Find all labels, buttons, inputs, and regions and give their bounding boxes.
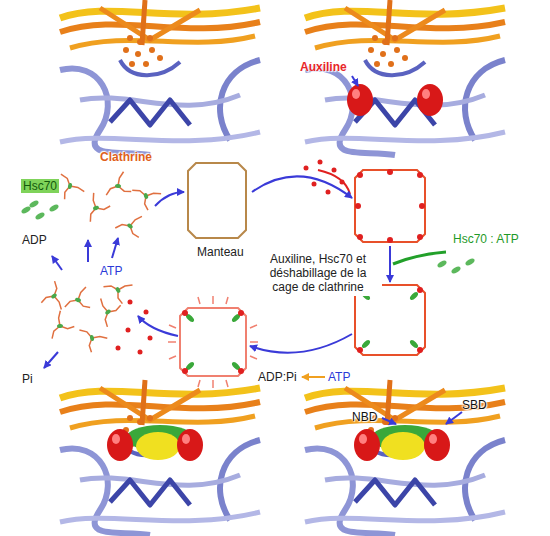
molecule-label: ADP:Pi [258, 370, 297, 384]
complex-label: Hsc70 : ATP [453, 232, 519, 246]
protein-label: Hsc70 [21, 179, 59, 193]
molecule-label: ATP [328, 370, 350, 384]
molecule-label: ADP [22, 233, 47, 247]
molecule-label: ATP [100, 264, 122, 278]
diagram-title: Auxiline, Hsc70 et déshabillage de la ca… [254, 250, 382, 296]
domain-label: SBD [462, 398, 487, 412]
protein-label: Clathrine [100, 150, 152, 164]
domain-label: NBD [352, 410, 377, 424]
protein-label: Auxiline [300, 60, 347, 74]
stage-label: Manteau [197, 245, 244, 259]
molecule-label: Pi [22, 372, 33, 386]
